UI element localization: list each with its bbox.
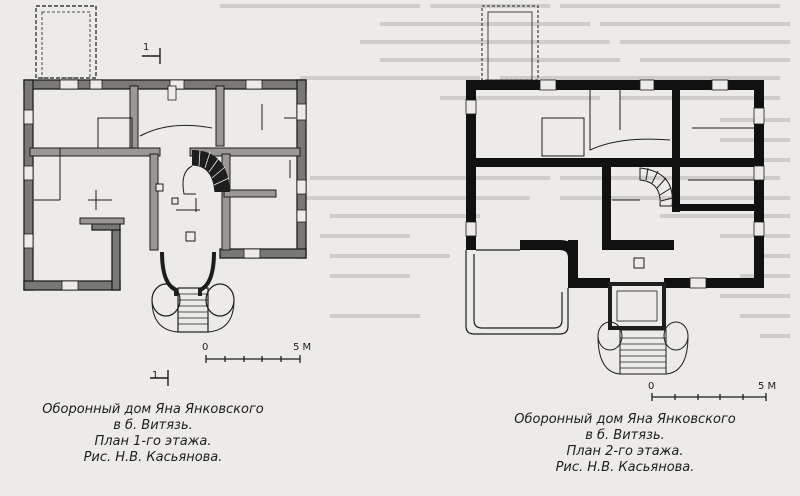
- plan-1-first-floor: [23, 5, 307, 386]
- plan1-scale-zero: 0: [202, 342, 209, 353]
- plan2-annex-inner: [487, 11, 533, 81]
- plan2-annex-dashed: [481, 5, 539, 81]
- plan2-porch: [597, 282, 689, 375]
- plan2-caption: Оборонный дом Яна Янковского в б. Витязь…: [480, 412, 770, 476]
- plan1-windows: [23, 79, 307, 291]
- plan2-inner-walls: [476, 86, 756, 250]
- plan1-posts: [155, 183, 196, 242]
- plan1-annex-inner: [41, 11, 91, 79]
- plan2-caption-line-2: в б. Витязь.: [585, 428, 665, 443]
- plan1-caption: Оборонный дом Яна Янковского в б. Витязь…: [18, 402, 288, 466]
- plan1-partitions: [34, 104, 296, 212]
- plan1-caption-line-4: Рис. Н.В. Касьянова.: [83, 450, 223, 465]
- plan2-caption-line-3: План 2-го этажа.: [566, 444, 684, 459]
- plan1-caption-line-3: План 1-го этажа.: [94, 434, 212, 449]
- plan2-post: [633, 257, 645, 269]
- plan2-partitions: [541, 90, 754, 201]
- plan1-inner-walls: [29, 85, 301, 251]
- plan1-section-marks: [142, 48, 169, 386]
- plan1-scale-bar: [205, 355, 301, 363]
- plan2-caption-line-4: Рис. Н.В. Касьянова.: [555, 460, 695, 475]
- plan1-annex-dashed: [35, 5, 97, 79]
- plan2-windows: [465, 79, 765, 289]
- plan2-outer-walls: [466, 80, 764, 288]
- plan1-spiral-stair: [182, 149, 230, 195]
- plan2-spiral-stair: [639, 167, 673, 207]
- plan2-caption-line-1: Оборонный дом Яна Янковского: [514, 412, 736, 427]
- plan1-porch: [151, 251, 235, 333]
- plan1-section-mark-bottom: 1: [152, 370, 159, 381]
- plan-2-second-floor: [465, 5, 767, 401]
- plan2-scale-bar: [651, 393, 767, 401]
- plan1-section-mark-top: 1: [143, 42, 150, 53]
- plan1-caption-line-2: в б. Витязь.: [113, 418, 193, 433]
- plan2-scale-end: 5 М: [758, 381, 777, 392]
- plan2-terrace: [465, 249, 569, 335]
- plan2-scale-zero: 0: [648, 381, 655, 392]
- plan1-outer-walls: [23, 79, 307, 291]
- plan1-caption-line-1: Оборонный дом Яна Янковского: [42, 402, 264, 417]
- plan1-scale-end: 5 М: [293, 342, 312, 353]
